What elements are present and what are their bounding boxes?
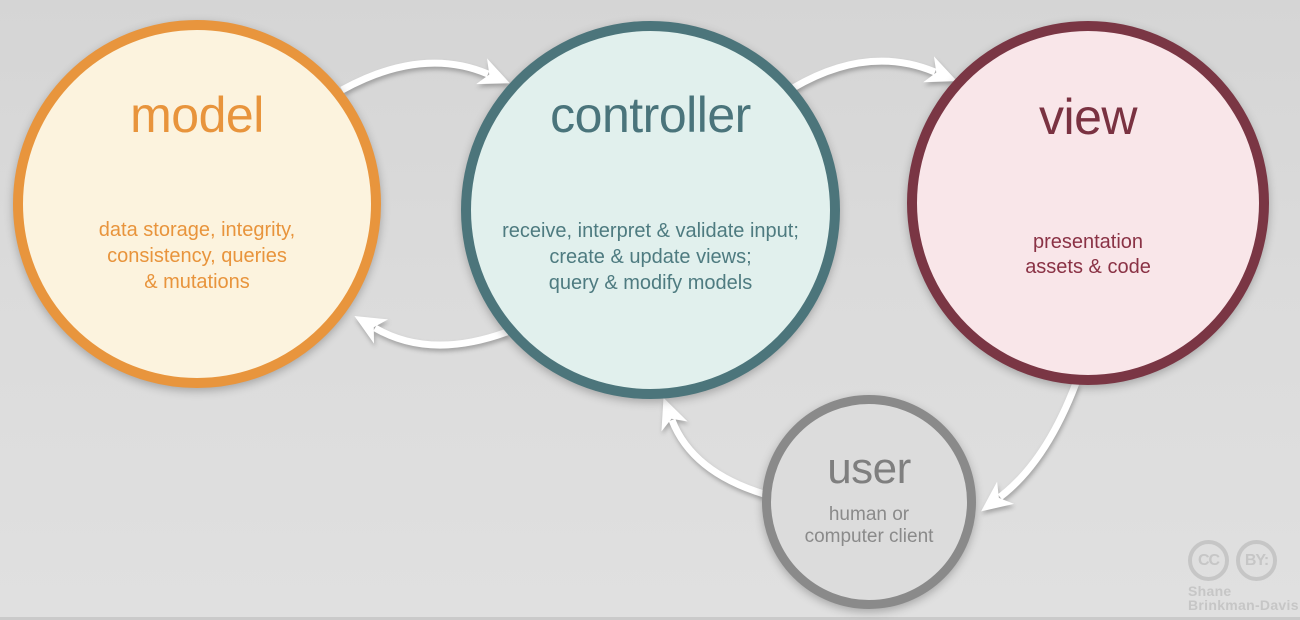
controller-description: receive, interpret & validate input; cre… <box>471 218 830 296</box>
controller-desc-line: create & update views; <box>549 246 752 268</box>
attribution-name-last: Brinkman-Davis <box>1188 597 1299 613</box>
controller-node: controller receive, interpret & validate… <box>461 21 840 399</box>
view-desc-line: assets & code <box>1025 256 1151 278</box>
view-desc-line: presentation <box>1032 231 1144 253</box>
model-desc-line: & mutations <box>144 271 250 293</box>
arrow-controller-to-model <box>354 316 509 349</box>
user-desc-line: computer client <box>804 526 934 547</box>
attribution: CC BY: Shane Brinkman-Davis <box>1188 540 1299 612</box>
bottom-edge-divider <box>0 617 1300 620</box>
view-description: presentation assets & code <box>917 230 1259 280</box>
by-badge-icon: BY: <box>1236 540 1277 581</box>
arrow-model-to-controller <box>340 58 510 94</box>
cc-badge-icon: CC <box>1188 540 1229 581</box>
controller-desc-line: receive, interpret & validate input; <box>502 220 799 242</box>
user-node: user human or computer client <box>762 395 976 609</box>
arrow-controller-to-view <box>791 56 957 92</box>
controller-title: controller <box>550 87 751 143</box>
attribution-name-first: Shane <box>1188 583 1232 599</box>
user-desc-line: human or <box>828 504 910 525</box>
model-desc-line: data storage, integrity, <box>98 219 296 241</box>
license-badges: CC BY: <box>1188 540 1299 581</box>
model-desc-line: consistency, queries <box>107 245 287 267</box>
controller-desc-line: query & modify models <box>548 272 753 294</box>
view-node: view presentation assets & code <box>907 21 1269 385</box>
user-description: human or computer client <box>771 504 967 548</box>
model-title: model <box>130 87 264 143</box>
view-title: view <box>1038 89 1138 145</box>
arrow-view-to-user <box>981 381 1080 512</box>
user-title: user <box>827 444 911 493</box>
model-node: model data storage, integrity, consisten… <box>13 20 381 388</box>
arrow-user-to-controller <box>661 397 766 498</box>
model-description: data storage, integrity, consistency, qu… <box>23 217 371 295</box>
